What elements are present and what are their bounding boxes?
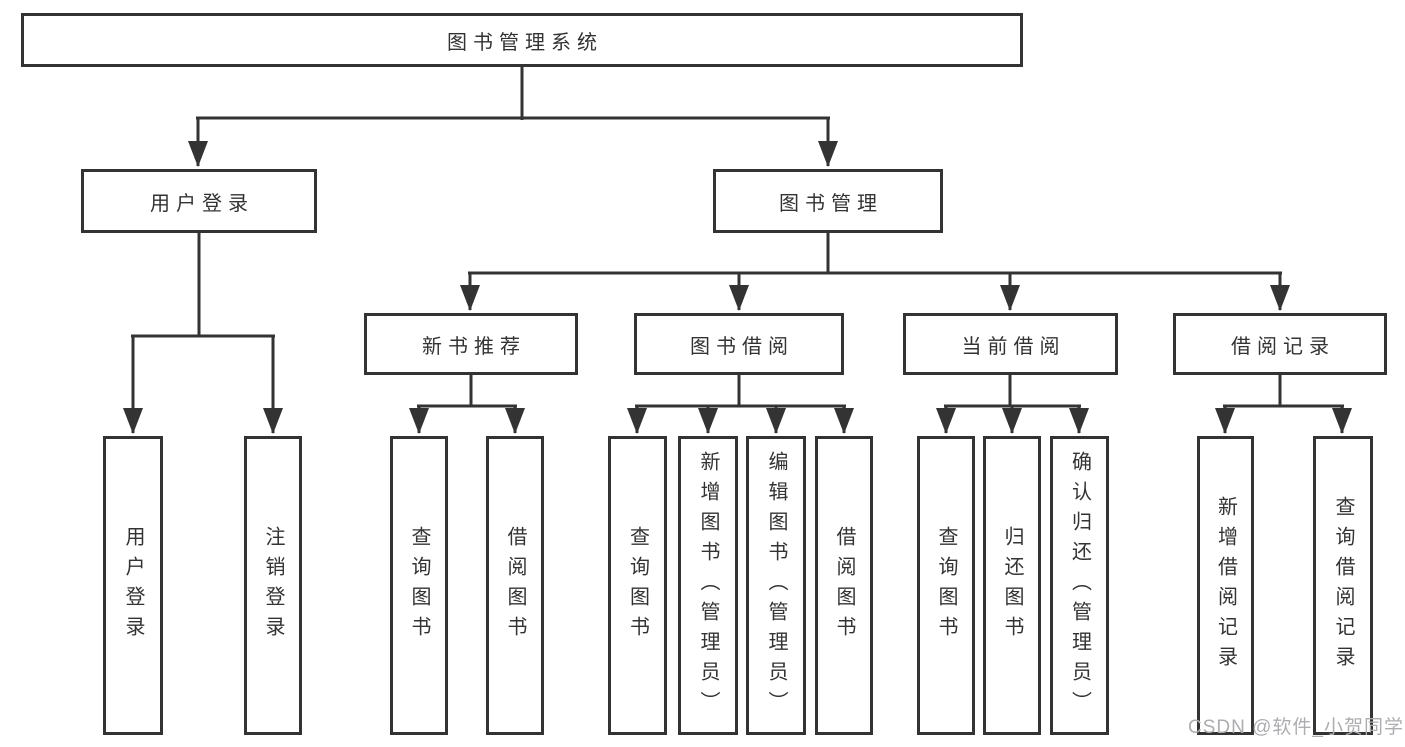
leaf-add-book-admin: 新增图书（管理员） [678,436,738,735]
node-root-system: 图书管理系统 [21,13,1023,67]
leaf-borrow-books: 借阅图书 [815,436,873,735]
node-current-borrow: 当前借阅 [903,313,1118,375]
leaf-query-books-borrow: 查询图书 [608,436,667,735]
leaf-query-books-current: 查询图书 [917,436,975,735]
csdn-watermark: CSDN @软件_小贺同学 [1188,717,1404,738]
node-book-borrow: 图书借阅 [634,313,844,375]
leaf-confirm-return-admin: 确认归还（管理员） [1050,436,1109,735]
leaf-query-borrow-record: 查询借阅记录 [1313,436,1373,735]
node-borrow-records: 借阅记录 [1173,313,1387,375]
node-book-management: 图书管理 [713,169,943,233]
leaf-logout: 注销登录 [244,436,302,735]
leaf-return-book: 归还图书 [983,436,1041,735]
leaf-borrow-books-recommend: 借阅图书 [486,436,544,735]
node-new-book-recommend: 新书推荐 [364,313,578,375]
leaf-add-borrow-record: 新增借阅记录 [1197,436,1254,735]
leaf-edit-book-admin: 编辑图书（管理员） [746,436,806,735]
leaf-query-books-recommend: 查询图书 [390,436,448,735]
node-user-login: 用户登录 [81,169,317,233]
leaf-user-login: 用户登录 [103,436,163,735]
